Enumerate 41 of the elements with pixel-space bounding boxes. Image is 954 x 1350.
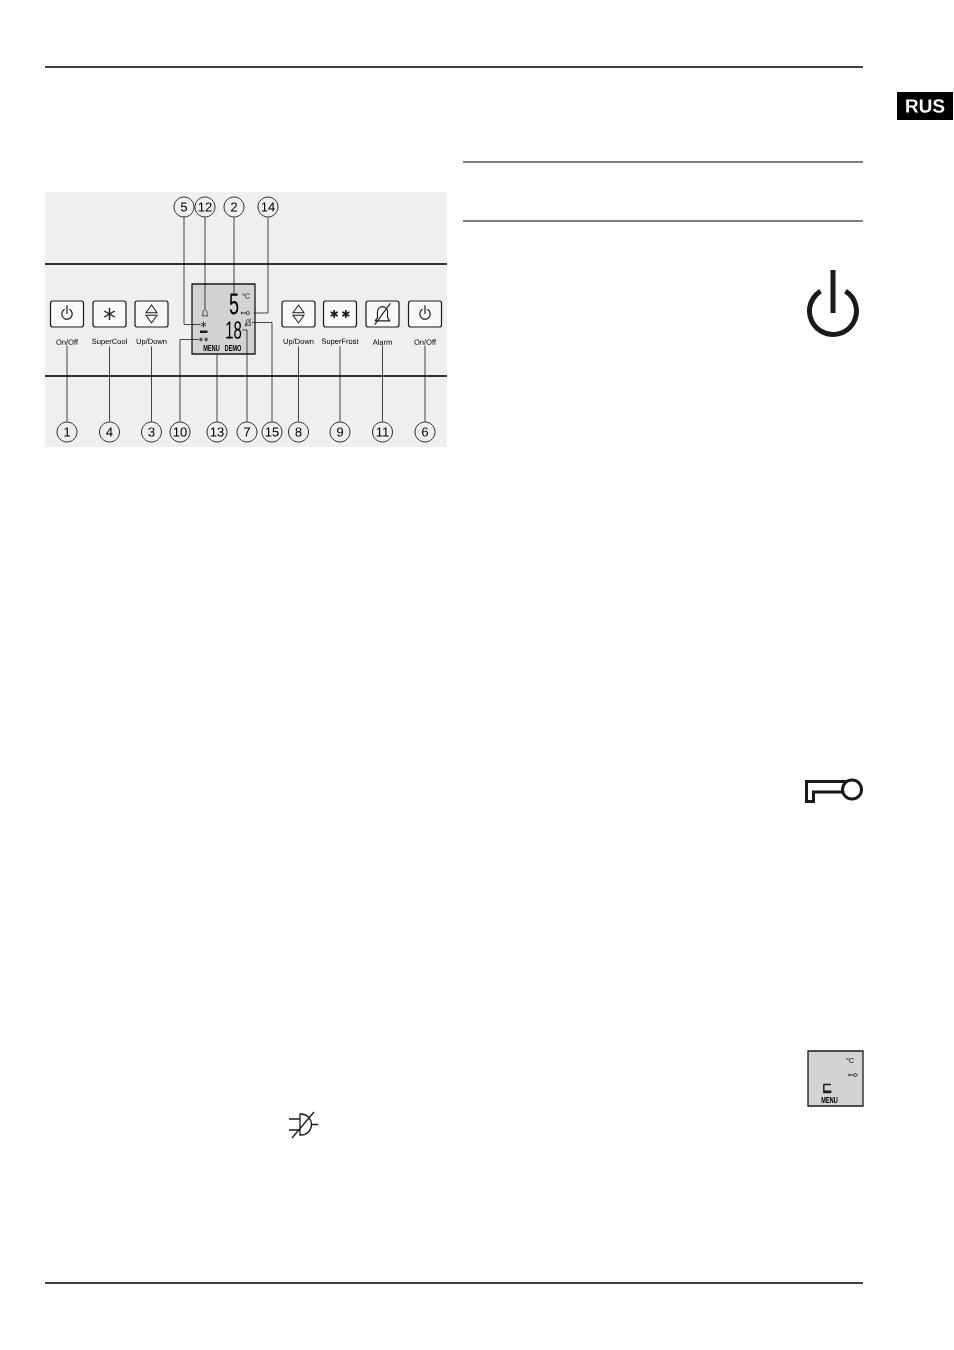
callout-number: 3 xyxy=(141,421,162,443)
leader-line xyxy=(251,322,273,422)
callout-number: 4 xyxy=(99,421,120,443)
callout-number: 9 xyxy=(329,421,351,443)
leader-line xyxy=(253,217,269,314)
callout-number: 15 xyxy=(261,421,283,443)
callout-number: 2 xyxy=(223,196,245,218)
callout-number: 10 xyxy=(169,421,191,443)
leader-line xyxy=(298,345,299,422)
crossed-bell-icon xyxy=(244,318,252,327)
callout-number: 6 xyxy=(414,421,436,443)
callout-number: 14 xyxy=(257,196,279,218)
callout-number: 5 xyxy=(173,196,195,218)
leader-line xyxy=(233,217,235,294)
lcd-digits: 5 xyxy=(229,293,239,315)
menu-label: MENU xyxy=(203,345,220,351)
leader-line xyxy=(109,345,110,422)
leader-line xyxy=(424,345,426,422)
leader-line xyxy=(241,329,248,422)
leader-line xyxy=(66,345,68,422)
leader-line xyxy=(179,339,199,422)
menu-label: MENU xyxy=(821,1097,838,1103)
callout-number: 7 xyxy=(236,421,258,443)
leader-line xyxy=(216,354,218,422)
leader-line xyxy=(382,345,383,422)
callout-number: 13 xyxy=(206,421,228,443)
key-icon xyxy=(241,311,250,315)
leader-line xyxy=(339,345,341,422)
callout-number: 11 xyxy=(372,421,393,443)
demo-label: DEMO xyxy=(224,345,242,351)
callout-number: 8 xyxy=(288,421,309,443)
leader-line xyxy=(183,217,201,325)
leader-line xyxy=(151,345,152,422)
double-asterisk-icon xyxy=(198,337,209,342)
asterisk-icon xyxy=(200,321,207,328)
callout-number: 12 xyxy=(194,196,216,218)
lcd-digits: 18 xyxy=(226,321,242,339)
callout-number: 1 xyxy=(56,421,78,443)
language-tab: RUS xyxy=(897,92,953,120)
leader-line xyxy=(204,217,206,310)
bell-icon xyxy=(201,309,209,317)
